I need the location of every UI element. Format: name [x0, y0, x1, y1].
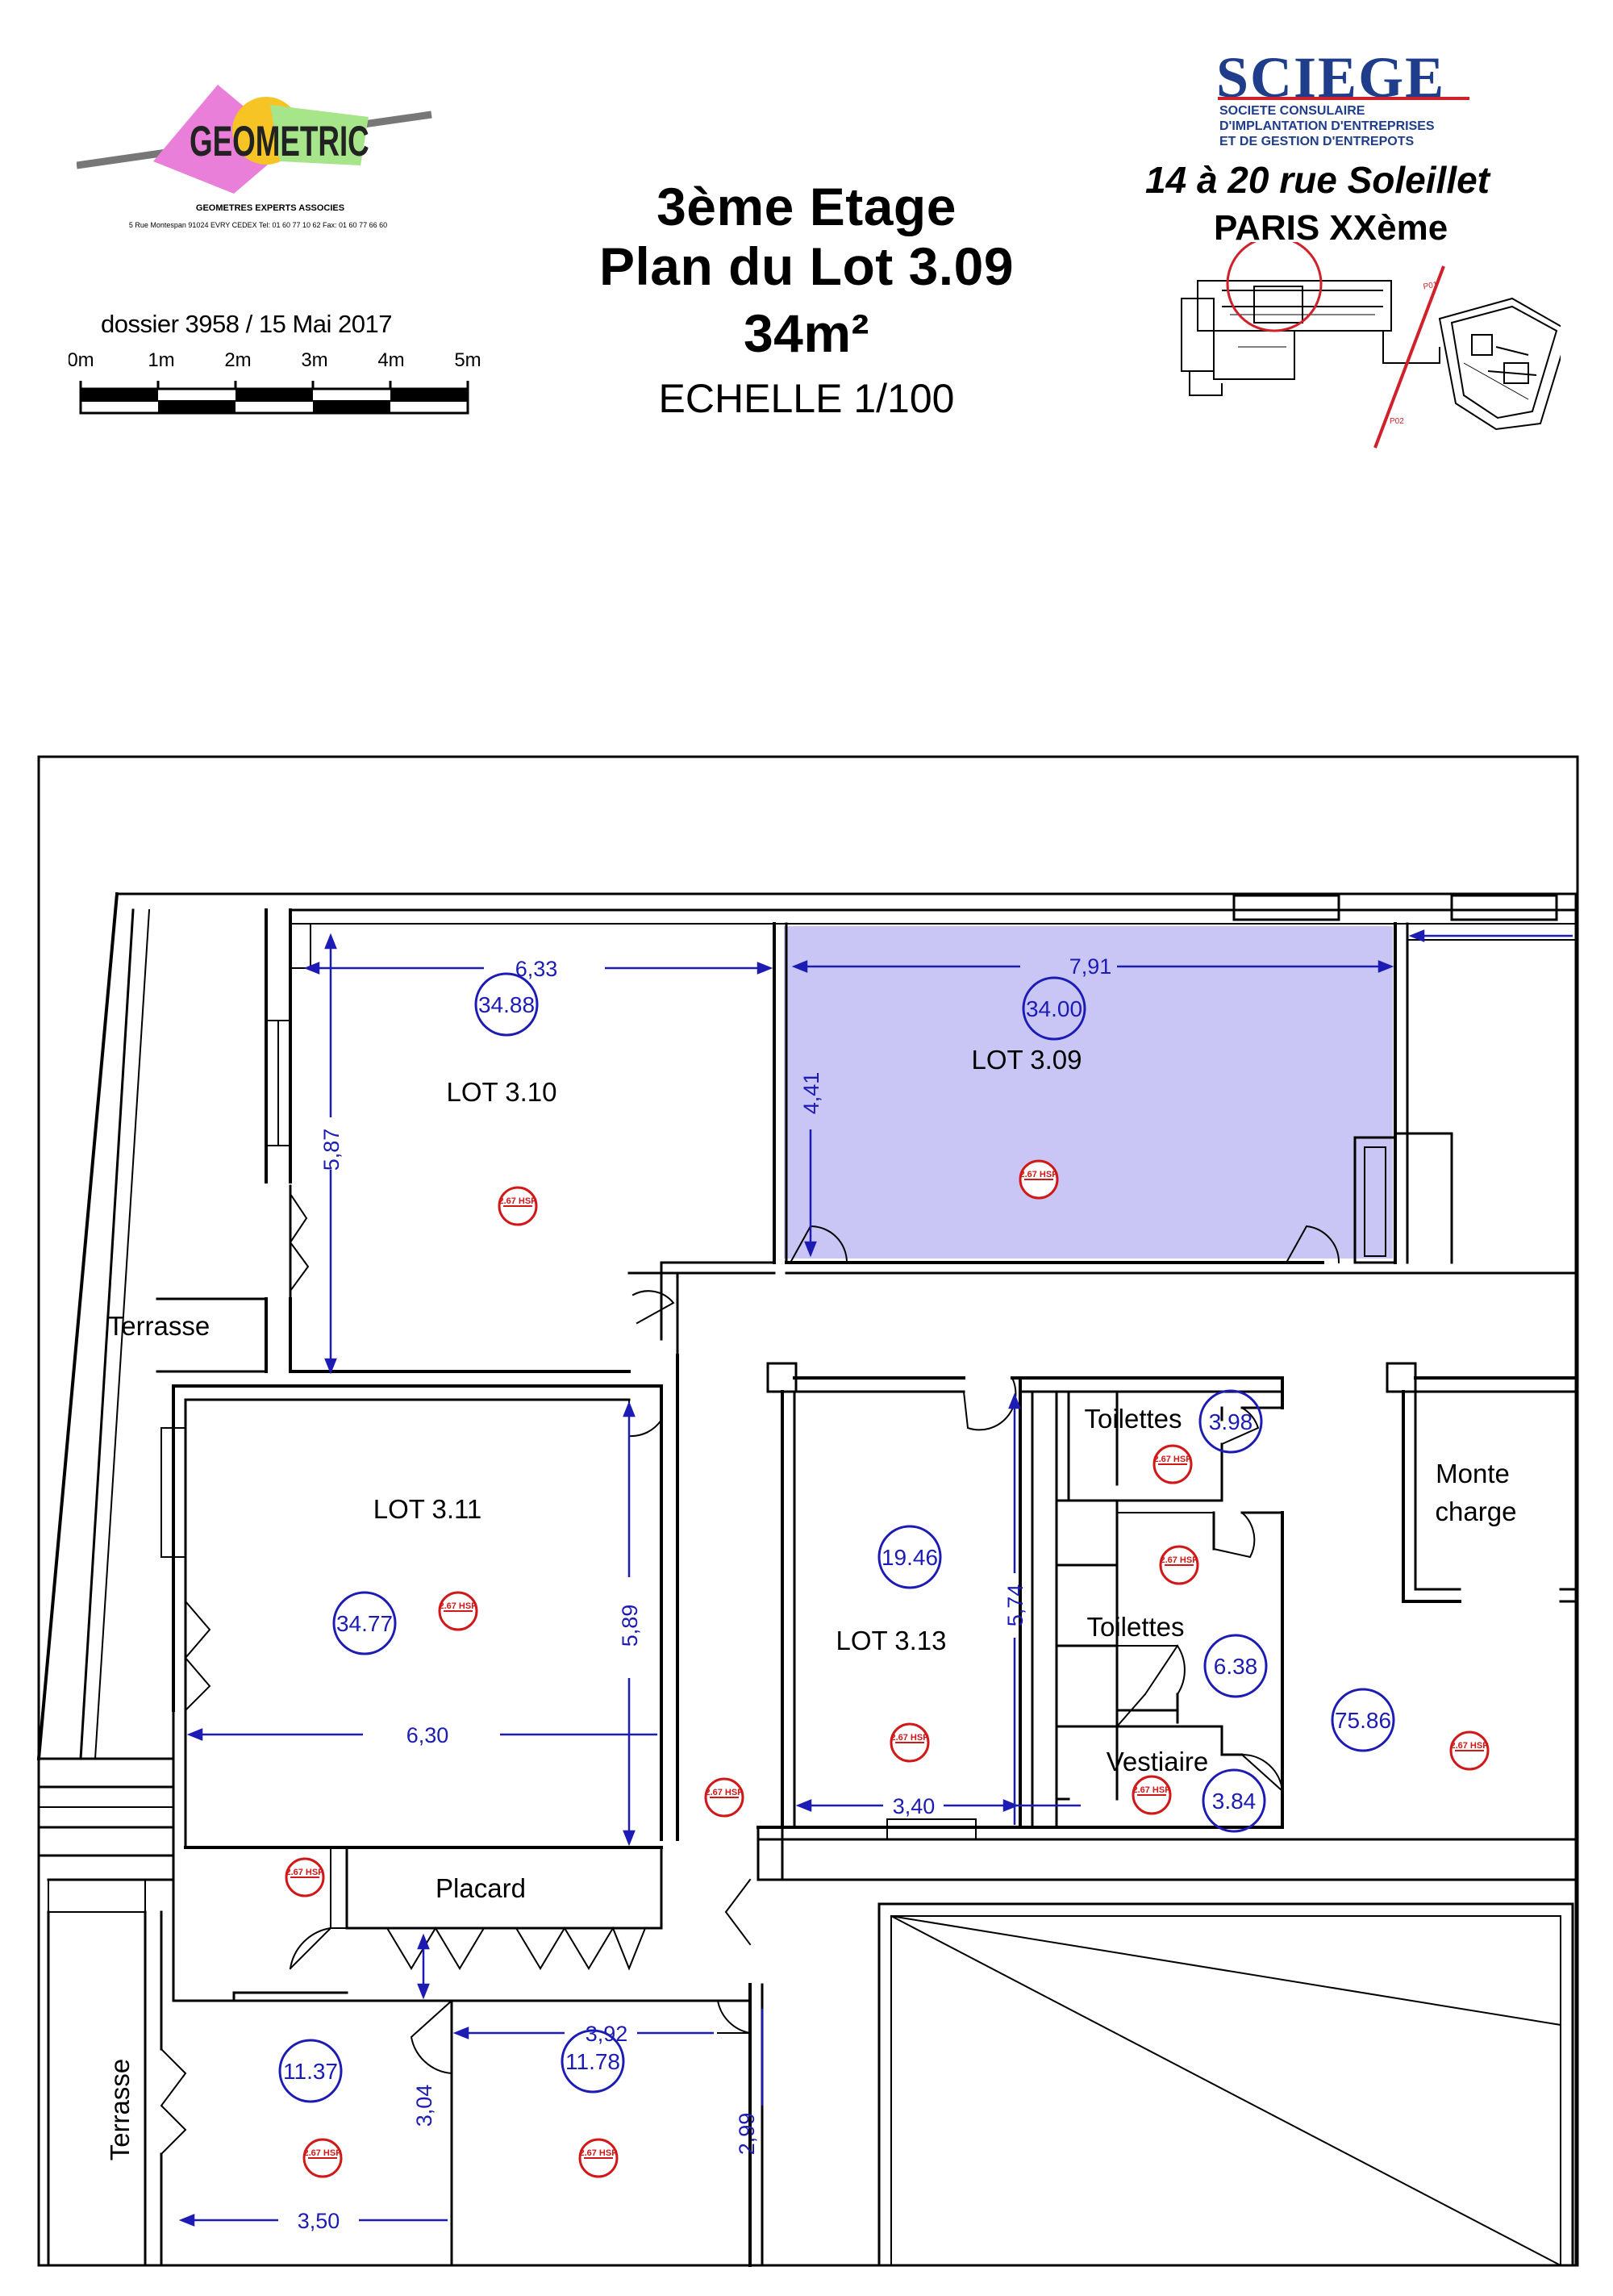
- scale-bar: 0m 1m 2m 3m 4m 5m: [69, 349, 481, 415]
- svg-text:P02: P02: [1390, 417, 1404, 426]
- logo-address: 5 Rue Montespan 91024 EVRY CEDEX Tel: 01…: [128, 221, 388, 229]
- area-value: 11.37: [283, 2059, 338, 2084]
- scale-tick-label: 4m: [377, 349, 404, 371]
- height-marker-text: 2.67 HSP: [303, 2148, 341, 2158]
- site-location-map: P01 P02: [1181, 242, 1561, 449]
- title-floor: 3ème Etage: [656, 177, 957, 236]
- sciege-subtitle-line: ET DE GESTION D'ENTREPOTS: [1219, 135, 1415, 148]
- logo-subtitle: GEOMETRES EXPERTS ASSOCIES: [195, 203, 345, 213]
- area-value: 34.00: [1026, 996, 1082, 1021]
- height-marker-text: 2.67 HSP: [1132, 1785, 1170, 1795]
- height-marker-text: 2.67 HSP: [579, 2148, 617, 2158]
- dimension-label: 3,40: [893, 1794, 936, 1818]
- address-city: PARIS XXème: [1214, 208, 1448, 248]
- room-label-placard: Placard: [436, 1873, 526, 1903]
- room-label-vestiaire: Vestiaire: [1107, 1747, 1209, 1776]
- height-marker-text: 2.67 HSP: [286, 1868, 323, 1877]
- plan-walls: [36, 755, 1579, 2267]
- height-marker-text: 2.67 HSP: [890, 1733, 928, 1743]
- room-label-monte-charge: Monte: [1436, 1459, 1510, 1488]
- height-marker-text: 2.67 HSP: [1153, 1455, 1191, 1464]
- area-value: 19.46: [882, 1545, 938, 1570]
- dimension-label: 3,04: [412, 2085, 436, 2127]
- dimension-label: 3,50: [298, 2209, 340, 2233]
- room-label-lot-3-13: LOT 3.13: [836, 1626, 947, 1655]
- area-value: 6.38: [1214, 1654, 1258, 1679]
- sciege-subtitle-line: SOCIETE CONSULAIRE: [1219, 104, 1365, 118]
- scale-tick-label: 3m: [301, 349, 327, 371]
- area-value: 3.98: [1209, 1409, 1253, 1434]
- height-marker-text: 2.67 HSP: [439, 1601, 477, 1611]
- address-street: 14 à 20 rue Soleillet: [1145, 159, 1490, 201]
- dimension-label: 6,30: [406, 1723, 449, 1747]
- scale-tick-label: 2m: [224, 349, 251, 371]
- room-label-lot-3-11: LOT 3.11: [373, 1494, 482, 1524]
- room-label-lot-3-09: LOT 3.09: [972, 1045, 1082, 1075]
- dossier-reference: dossier 3958 / 15 Mai 2017: [101, 310, 392, 338]
- height-marker-text: 2.67 HSP: [498, 1196, 536, 1206]
- room-label-terrasse: Terrasse: [108, 1311, 210, 1341]
- geometric-logo: GEOMETRIC: [77, 85, 432, 194]
- room-label-toilettes: Toilettes: [1086, 1612, 1184, 1642]
- height-markers: 2.67 HSP 2.67 HSP 2.67 HSP 2.67 HSP 2.67…: [285, 1159, 1490, 2178]
- dimension-label: 7,91: [1069, 954, 1112, 979]
- dimension-lines: [178, 929, 1573, 2227]
- dimension-label: 5,87: [319, 1129, 344, 1171]
- dimension-label: 5,74: [1003, 1584, 1027, 1627]
- title-area: 34m²: [743, 303, 870, 363]
- area-value: 34.77: [336, 1611, 393, 1636]
- room-label-monte-charge: charge: [1436, 1497, 1517, 1526]
- scale-tick-label: 0m: [69, 349, 94, 371]
- dimension-label: 4,41: [799, 1072, 823, 1115]
- title-plan: Plan du Lot 3.09: [598, 236, 1015, 296]
- room-label-lot-3-10: LOT 3.10: [447, 1077, 557, 1107]
- height-marker-text: 2.67 HSP: [1450, 1741, 1488, 1751]
- room-label-terrasse: Terrasse: [105, 2059, 135, 2161]
- sciege-subtitle: SOCIETE CONSULAIRE D'IMPLANTATION D'ENTR…: [1219, 103, 1486, 149]
- sciege-underline: [1218, 97, 1469, 100]
- height-marker-text: 2.67 HSP: [705, 1788, 743, 1797]
- height-marker-text: 2.67 HSP: [1160, 1555, 1198, 1565]
- height-marker-text: 2.67 HSP: [1019, 1170, 1057, 1179]
- room-label-toilettes: Toilettes: [1084, 1404, 1182, 1434]
- title-scale: ECHELLE 1/100: [658, 376, 955, 421]
- area-value: 3.84: [1212, 1789, 1257, 1814]
- lot-3-09-highlight: [784, 926, 1393, 1259]
- area-value: 75.86: [1335, 1708, 1391, 1733]
- logo-text: GEOMETRIC: [190, 118, 369, 165]
- scale-tick-label: 5m: [454, 349, 481, 371]
- scale-tick-label: 1m: [148, 349, 174, 371]
- dimension-label: 5,89: [618, 1605, 642, 1647]
- area-value: 11.78: [565, 2049, 620, 2074]
- dimension-label: 2,99: [735, 2113, 759, 2156]
- sciege-subtitle-line: D'IMPLANTATION D'ENTREPRISES: [1219, 119, 1435, 133]
- svg-text:P01: P01: [1423, 280, 1439, 291]
- area-value: 34.88: [478, 992, 535, 1017]
- area-circles: [278, 972, 1395, 2103]
